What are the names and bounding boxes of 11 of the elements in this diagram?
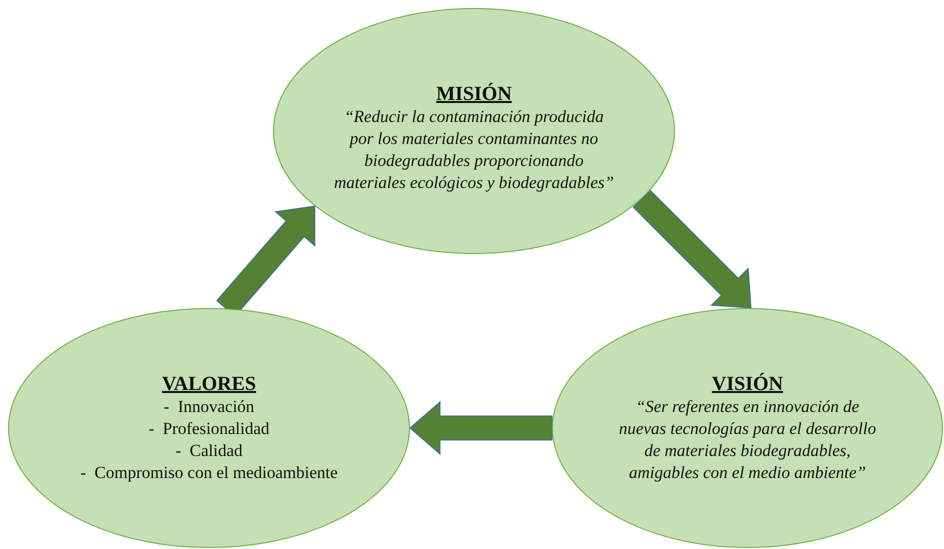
heading: MISIÓN [436,82,512,106]
block-arrow [409,400,552,456]
list-item: - Calidad [175,440,243,462]
quote-text: “Reducir la contaminación producida por los materiales contaminantes no biodegradables proporcionando materiales ecológicos y biodegradables” [333,106,615,194]
list-item: - Profesionalidad [148,418,270,440]
quote-text: “Ser referentes en innovación de nuevas tecnologías para el desarrollo de materiales biodegradables, amigables con el medio ambiente” [618,396,878,484]
list-item: - Innovación [164,396,254,418]
block-arrow [632,190,752,309]
heading: VISIÓN [712,372,784,396]
heading: VALORES [162,372,256,396]
list-item: - Compromiso con el medioambiente [80,462,338,484]
